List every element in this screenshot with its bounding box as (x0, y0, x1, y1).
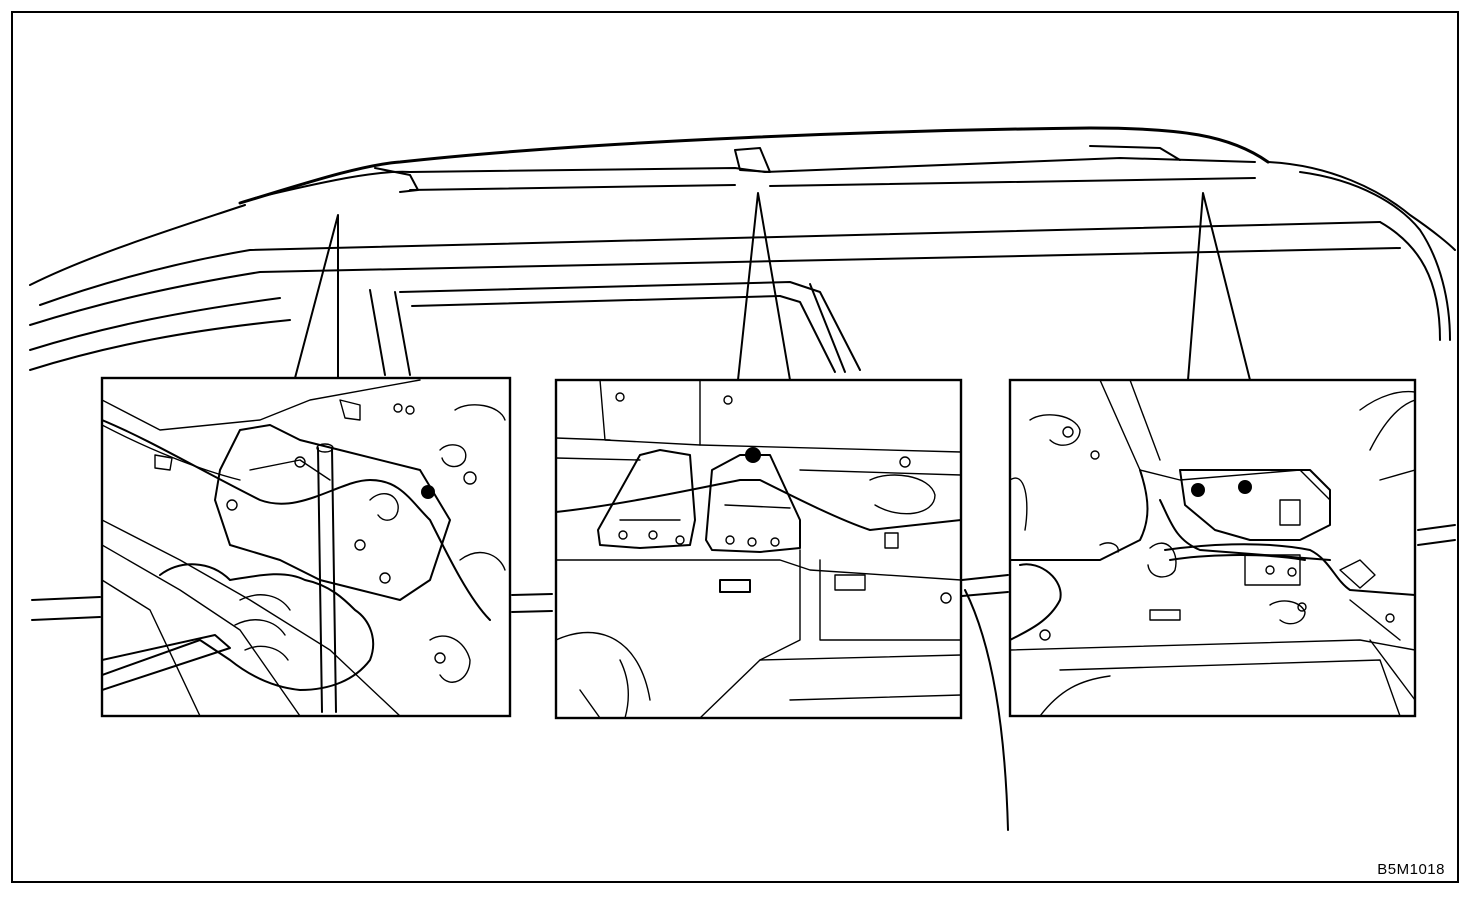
figure-code-label: B5M1018 (1377, 861, 1445, 878)
figure-frame (11, 11, 1459, 883)
vehicle-body-outline (29, 126, 1456, 831)
inset-center (554, 378, 963, 720)
callout-pointers (294, 192, 1251, 381)
inset-left (100, 376, 512, 718)
inset-right (1008, 378, 1417, 718)
